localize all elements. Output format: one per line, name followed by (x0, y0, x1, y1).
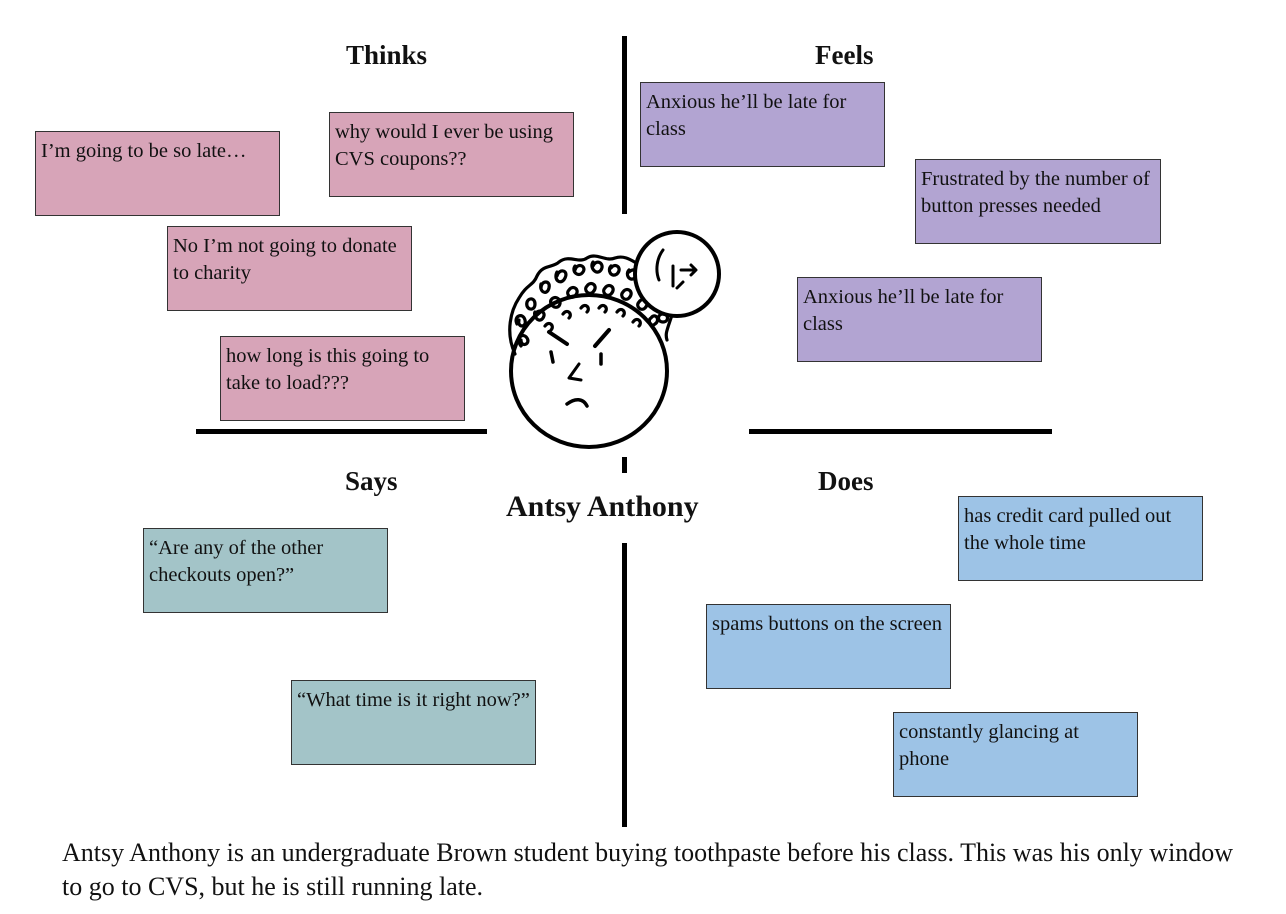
feels-note: Anxious he’ll be late for class (640, 82, 885, 167)
persona-portrait (487, 214, 749, 457)
says-title: Says (345, 466, 398, 496)
feels-title: Feels (815, 40, 874, 70)
thinks-note: I’m going to be so late… (35, 131, 280, 216)
thinks-note: why would I ever be using CVS coupons?? (329, 112, 574, 197)
thinks-note: No I’m not going to donate to charity (167, 226, 412, 311)
persona-name: Antsy Anthony (506, 490, 699, 523)
vertical-divider-top (622, 36, 627, 214)
feels-note: Frustrated by the number of button press… (915, 159, 1161, 244)
vertical-divider-bottom (622, 543, 627, 827)
feels-note: Anxious he’ll be late for class (797, 277, 1042, 362)
horizontal-divider-left (196, 429, 487, 434)
horizontal-divider-right (748, 429, 1052, 434)
does-note: constantly glancing at phone (893, 712, 1138, 797)
does-title: Does (818, 466, 874, 496)
thinks-title: Thinks (346, 40, 428, 70)
vertical-divider-mid (622, 456, 627, 473)
says-note: “What time is it right now?” (291, 680, 536, 765)
does-note: has credit card pulled out the whole tim… (958, 496, 1203, 581)
persona-description: Antsy Anthony is an undergraduate Brown … (62, 838, 1234, 901)
says-note: “Are any of the other checkouts open?” (143, 528, 388, 613)
thinks-note: how long is this going to take to load??… (220, 336, 465, 421)
does-note: spams buttons on the screen (706, 604, 951, 689)
